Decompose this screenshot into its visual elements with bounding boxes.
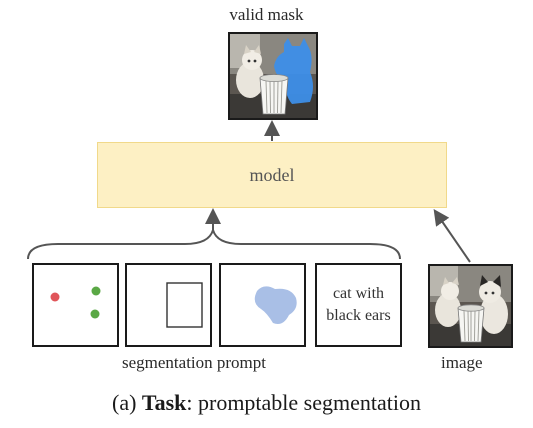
prompt-brace [27,226,401,260]
box-prompt [125,263,212,347]
segmentation-prompt-label: segmentation prompt [122,353,267,372]
model-label: model [249,164,295,185]
valid-mask-label: valid mask [229,5,304,24]
green-point [90,309,100,319]
arrow-image-to-model [433,209,471,263]
mask-prompt [219,263,306,347]
valid-mask-image [228,32,318,120]
caption-bold: Task [141,390,187,415]
bounding-box [166,282,203,328]
text-prompt-line1: cat with [332,285,385,302]
rough-mask-blob [254,286,297,324]
green-point [91,286,101,296]
point-prompt [32,263,119,347]
input-image [428,264,513,348]
model-box: model [97,142,447,208]
caption-prefix: (a) [112,390,142,415]
caption-suffix: : promptable segmentation [186,390,421,415]
image-label: image [441,353,483,372]
red-point [50,292,60,302]
figure-caption: (a) Task: promptable segmentation [0,390,533,416]
text-prompt-line2: black ears [326,307,391,324]
text-prompt: cat with black ears [315,263,402,347]
